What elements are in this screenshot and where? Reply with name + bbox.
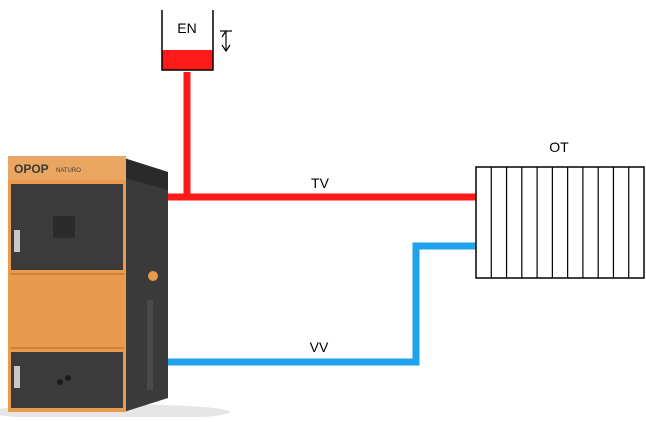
flow-pipe: [168, 72, 478, 201]
level-arrow-icon: [220, 30, 232, 53]
boiler-brand: OPOP: [14, 162, 49, 176]
label-return-pipe: VV: [310, 339, 329, 355]
boiler: OPOP NATURO: [0, 156, 230, 420]
radiator: [475, 166, 645, 279]
boiler-model: NATURO: [56, 168, 81, 174]
expansion-tank: [161, 10, 214, 71]
radiator-fins: [490, 167, 630, 278]
label-flow-pipe: TV: [311, 175, 330, 191]
label-radiator: OT: [549, 139, 569, 155]
return-pipe: [168, 242, 478, 366]
label-expansion-tank: EN: [177, 20, 196, 36]
